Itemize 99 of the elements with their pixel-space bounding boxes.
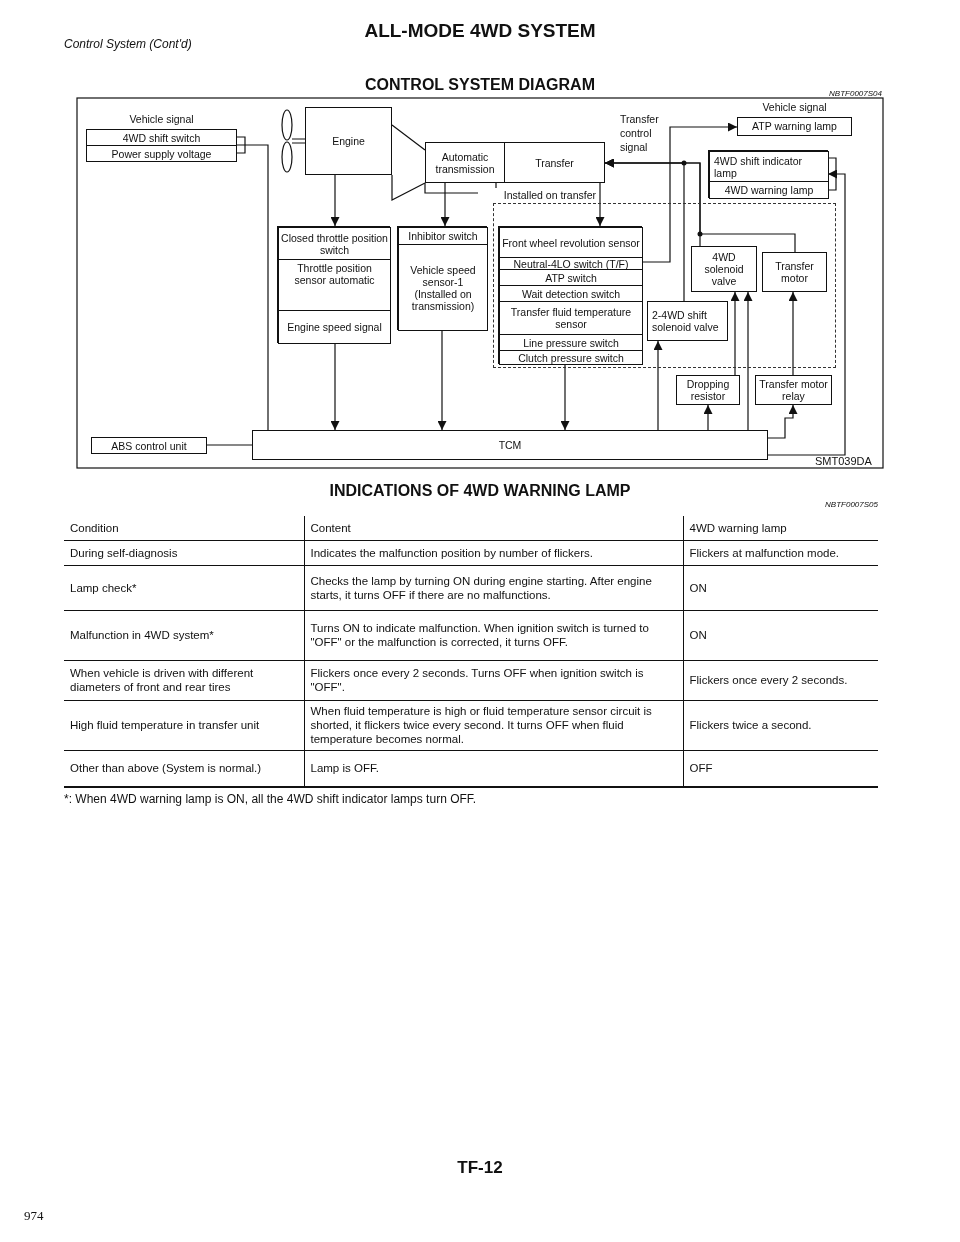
table-cell: Turns ON to indicate malfunction. When ignition switch is turned to "OFF" or the malfunction is corrected, it turns OFF. <box>304 610 683 660</box>
table-cell: Flickers at malfunction mode. <box>683 540 878 565</box>
connector-arrow <box>767 404 798 439</box>
box-label: ABS control unit <box>111 439 187 452</box>
component-box <box>676 375 740 405</box>
table-cell: Lamp check* <box>64 565 304 610</box>
component-box <box>499 350 643 365</box>
box-label: Engine <box>332 135 365 147</box>
table-cell: OFF <box>683 750 878 787</box>
box-label: Clutch pressure switch <box>518 351 624 364</box>
group-heading: Vehicle signal <box>128 112 195 127</box>
table-cell: Content <box>304 516 683 540</box>
component-box <box>398 227 488 245</box>
table-cell: When fluid temperature is high or fluid temperature sensor circuit is shorted, it flickers twice every second. It turns OFF when fluid temperature becomes normal. <box>304 700 683 750</box>
table-cell: High fluid temperature in transfer unit <box>64 700 304 750</box>
connector-arrow <box>767 169 846 456</box>
component-box <box>278 310 391 344</box>
component-box <box>91 437 207 454</box>
section-header: Control System (Cont'd) <box>64 37 192 51</box>
section-heading: INDICATIONS OF 4WD WARNING LAMP <box>329 482 631 500</box>
footnote: *: When 4WD warning lamp is ON, all the 4WD shift indicator lamps turn OFF. <box>64 792 477 806</box>
sensor-stack-box <box>277 226 390 343</box>
table-cell: Flickers twice a second. <box>683 700 878 750</box>
box-label: Transfer fluid temperature sensor <box>509 306 633 330</box>
box-label: Wait detection switch <box>521 287 621 300</box>
connector-arrow <box>788 291 798 376</box>
table-cell: Other than above (System is normal.) <box>64 750 304 787</box>
component-box <box>499 301 643 335</box>
component-box <box>647 301 728 341</box>
connector-arrow <box>604 158 796 253</box>
region-heading: Installed on transfer <box>478 188 596 202</box>
table-cell: Checks the lamp by turning ON during engine starting. After engine starts, it turns OFF if there are no malfunctions. <box>304 565 683 610</box>
box-label: Transfer motor <box>774 260 815 284</box>
component-box <box>709 181 829 199</box>
box-label: Neutral-4LO switch (T/F) <box>513 257 629 270</box>
connector-arrow <box>743 291 753 431</box>
box-label: TCM <box>498 439 522 451</box>
connector-arrow <box>440 182 450 227</box>
connector-arrow <box>330 174 340 227</box>
box-label: Line pressure switch <box>523 336 619 349</box>
component-box <box>86 145 237 162</box>
figure-code: SMT039DA <box>815 455 872 467</box>
component-box <box>425 142 505 183</box>
table-cell: Flickers once every 2 seconds. <box>683 660 878 700</box>
table-cell: During self-diagnosis <box>64 540 304 565</box>
component-box <box>278 259 391 311</box>
box-label: Throttle position sensor automatic <box>293 262 376 286</box>
lamp-label-box: ATP warning lamp <box>737 117 852 136</box>
component-box <box>305 107 392 175</box>
table-cell: ON <box>683 610 878 660</box>
component-box <box>762 252 827 292</box>
reference-code: NBTF0007S04 <box>829 89 882 98</box>
box-label: ATP switch <box>545 271 597 284</box>
box-label: Transfer motor relay <box>758 378 829 402</box>
table-cell: Malfunction in 4WD system* <box>64 610 304 660</box>
component-box <box>504 142 605 183</box>
group-heading: Vehicle signal <box>761 100 828 114</box>
box-label: 4WD solenoid valve <box>703 251 745 287</box>
component-box <box>691 246 757 292</box>
box-label: Automatic transmission <box>434 150 496 175</box>
sensor-stack-box <box>397 226 487 330</box>
table-cell: Condition <box>64 516 304 540</box>
box-label: 4WD warning lamp <box>724 184 814 196</box>
connector-arrow <box>730 291 740 376</box>
table-cell: 4WD warning lamp <box>683 516 878 540</box>
reference-code: NBTF0007S05 <box>825 500 878 509</box>
table-cell: Flickers once every 2 seconds. Turns OFF when ignition switch is "OFF". <box>304 660 683 700</box>
connector-arrow <box>560 363 570 431</box>
page-number: TF-12 <box>457 1158 503 1178</box>
table-cell: ON <box>683 565 878 610</box>
sensor-stack-box <box>708 150 828 198</box>
component-box <box>499 227 643 258</box>
box-label: Closed throttle position switch <box>281 231 388 256</box>
box-label: Engine speed signal <box>287 321 382 333</box>
connector-arrow <box>653 340 663 431</box>
box-label: 2-4WD shift solenoid valve <box>652 309 720 333</box>
connector-arrow <box>437 329 447 431</box>
page-number: 974 <box>24 1208 44 1224</box>
page-title: ALL-MODE 4WD SYSTEM <box>364 20 596 42</box>
connector-arrow <box>330 342 340 431</box>
box-label: 4WD shift switch <box>122 131 201 144</box>
box-label: Dropping resistor <box>685 378 731 402</box>
table-cell: Lamp is OFF. <box>304 750 683 787</box>
box-label: Vehicle speed sensor-1 (Installed on transmission) <box>409 263 477 312</box>
connector-arrow <box>595 182 605 227</box>
box-label: Front wheel revolution sensor <box>502 236 640 249</box>
box-label: 4WD shift indicator lamp <box>714 154 804 179</box>
component-box <box>398 244 488 331</box>
component-box <box>709 151 829 182</box>
table-cell: When vehicle is driven with different diameters of front and rear tires <box>64 660 304 700</box>
box-label: Transfer <box>535 156 574 169</box>
table-cell: Indicates the malfunction position by number of flickers. <box>304 540 683 565</box>
box-label: Inhibitor switch <box>408 230 478 242</box>
section-heading: CONTROL SYSTEM DIAGRAM <box>365 76 595 94</box>
connector-arrow <box>641 122 738 263</box>
component-box <box>252 430 768 460</box>
box-label: Power supply voltage <box>111 147 212 160</box>
connector-arrow <box>703 404 713 431</box>
sensor-stack-box <box>498 226 642 364</box>
